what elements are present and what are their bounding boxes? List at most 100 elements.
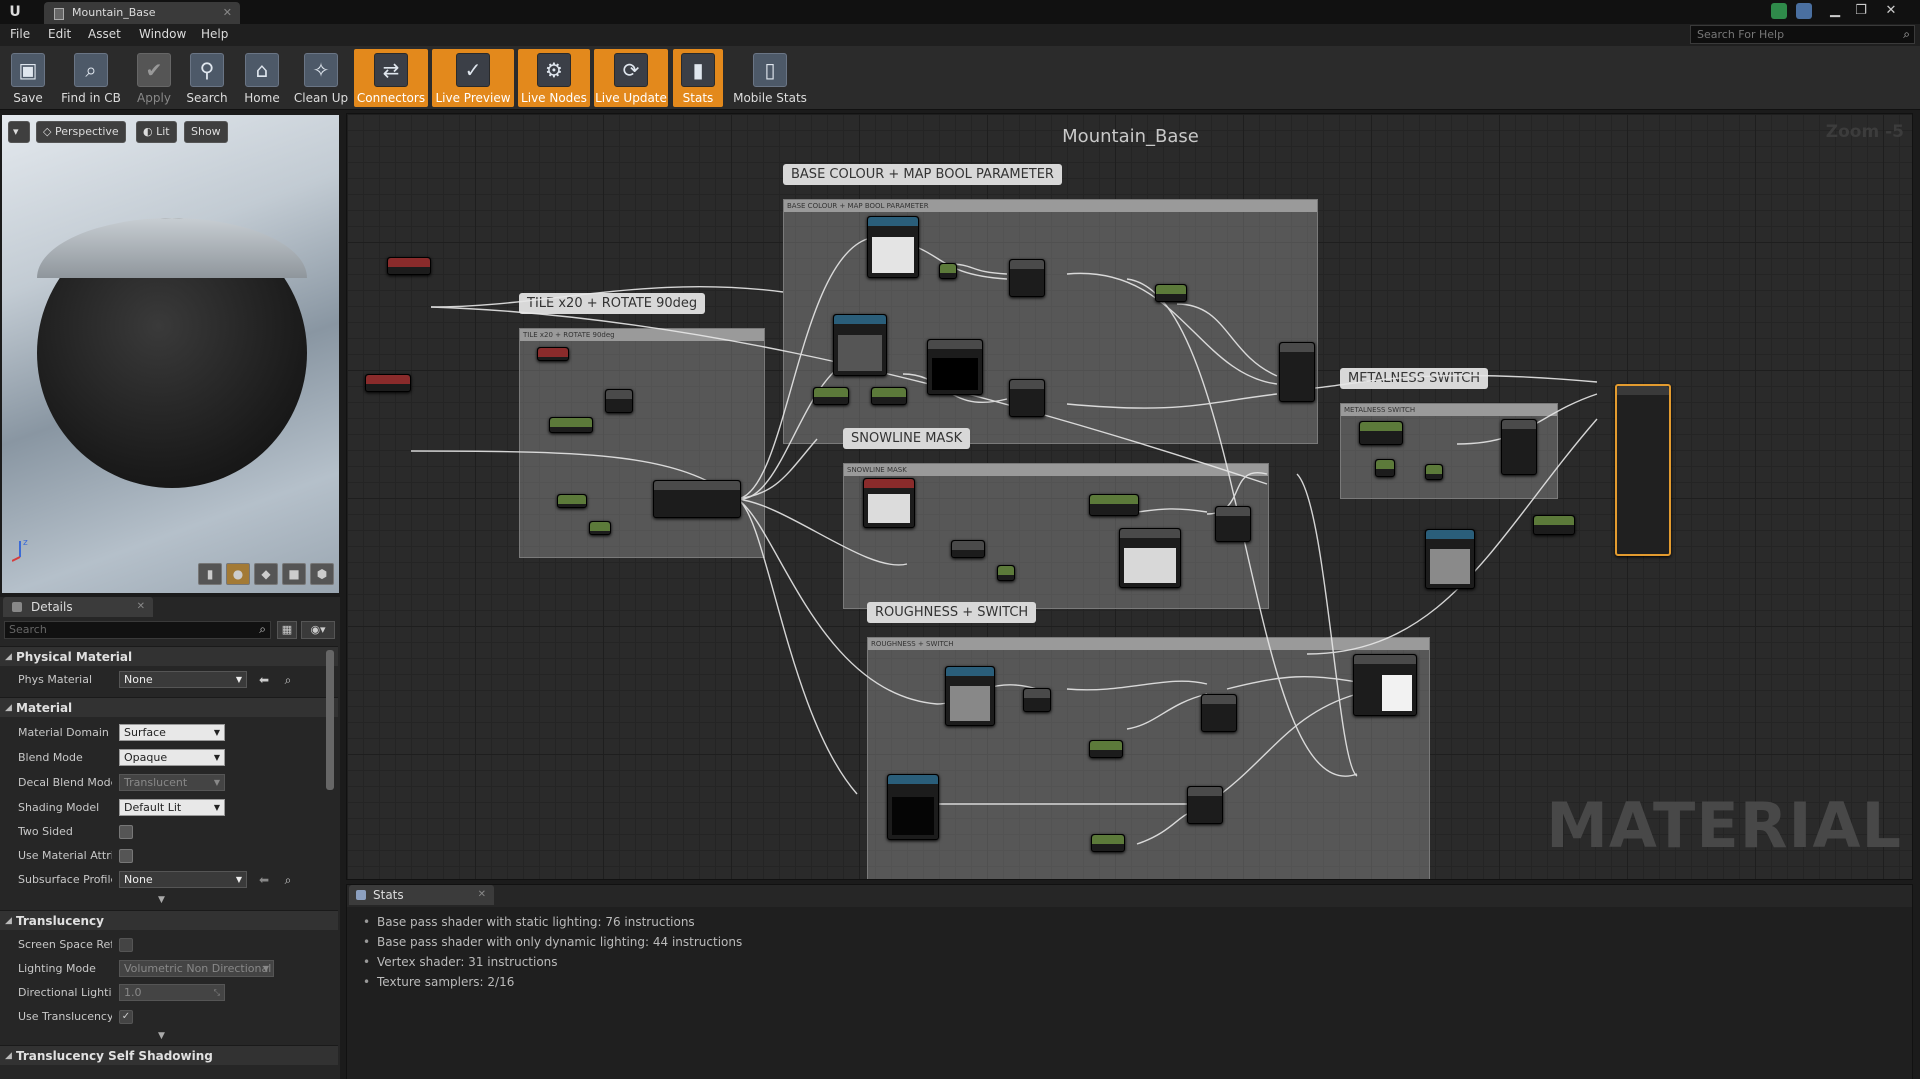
graph-node-param[interactable]: [365, 374, 411, 392]
use-translucency-checkbox[interactable]: ✓: [119, 1010, 133, 1024]
details-scrollbar[interactable]: [326, 650, 334, 790]
sphere-preview-icon[interactable]: ●: [226, 563, 250, 585]
details-search-input[interactable]: Search ⌕: [4, 621, 271, 639]
cylinder-preview-icon[interactable]: ▮: [198, 563, 222, 585]
comment-bubble-base-colour[interactable]: BASE COLOUR + MAP BOOL PARAMETER: [783, 164, 1062, 185]
graph-node-scalar[interactable]: [939, 263, 957, 279]
clean-up-button[interactable]: ✧Clean Up: [292, 49, 350, 107]
graph-node-scalar[interactable]: [1533, 515, 1575, 535]
show-button[interactable]: Show: [184, 121, 228, 143]
graph-node-scalar[interactable]: [557, 494, 587, 508]
graph-node-power-preview[interactable]: [1119, 528, 1181, 588]
screen-space-reflections-checkbox[interactable]: [119, 938, 133, 952]
document-tab[interactable]: Mountain_Base ✕: [44, 2, 240, 24]
live-nodes-button[interactable]: ⚙Live Nodes: [518, 49, 590, 107]
graph-node-scalar[interactable]: [1425, 464, 1443, 480]
use-selected-arrow-icon[interactable]: ⬅: [258, 673, 270, 687]
category-material[interactable]: ◢ Material: [0, 697, 338, 717]
graph-node-scalar[interactable]: [1089, 494, 1139, 516]
graph-node-scalar[interactable]: [589, 521, 611, 535]
view-options-grid-icon[interactable]: ▦: [277, 621, 297, 639]
advanced-expander-icon[interactable]: ▼: [158, 1031, 165, 1041]
search-button[interactable]: ⚲Search: [182, 49, 232, 107]
mobile-stats-button[interactable]: ▯Mobile Stats: [727, 49, 813, 107]
lighting-mode-dropdown[interactable]: Volumetric Non Directional▼: [119, 960, 274, 977]
details-tab[interactable]: Details ✕: [3, 597, 153, 617]
graph-node-scalar[interactable]: [1359, 421, 1403, 445]
stats-tab[interactable]: Stats ✕: [349, 885, 494, 905]
category-translucency-self-shadowing[interactable]: ◢ Translucency Self Shadowing: [0, 1045, 338, 1065]
close-tab-icon[interactable]: ✕: [222, 6, 232, 19]
comment-bubble-metalness[interactable]: METALNESS SWITCH: [1340, 368, 1489, 389]
menu-window[interactable]: Window: [139, 27, 187, 41]
graph-node-texture-sample[interactable]: [833, 314, 887, 376]
graph-node-multiply[interactable]: [605, 389, 633, 413]
graph-node-multiply-preview[interactable]: [927, 339, 983, 395]
subsurface-profile-dropdown[interactable]: None▼: [119, 871, 247, 888]
perspective-button[interactable]: ◇ Perspective: [36, 121, 126, 143]
graph-node-scalar[interactable]: [997, 565, 1015, 581]
directional-lighting-input[interactable]: 1.0⤡: [119, 984, 225, 1001]
visibility-eye-icon[interactable]: ◉▾: [301, 621, 335, 639]
graph-node-clamp[interactable]: [1215, 506, 1251, 542]
unreal-logo-icon[interactable]: U: [9, 4, 21, 20]
graph-node-scalar[interactable]: [549, 417, 593, 433]
comment-box-tile[interactable]: TILE x20 + ROTATE 90deg: [519, 328, 765, 558]
blend-mode-dropdown[interactable]: Opaque▼: [119, 749, 225, 766]
live-update-button[interactable]: ⟳Live Update: [594, 49, 668, 107]
graph-node-multiply[interactable]: [1023, 688, 1051, 712]
graph-node-switch[interactable]: [1501, 419, 1537, 475]
graph-node-custom-rotator[interactable]: [653, 480, 741, 518]
custom-mesh-preview-icon[interactable]: ⬢: [310, 563, 334, 585]
graph-node-lerp[interactable]: [1187, 786, 1223, 824]
graph-node-scalar[interactable]: [1155, 284, 1187, 302]
graph-node-scalar[interactable]: [813, 387, 849, 405]
graph-node-scalar[interactable]: [871, 387, 907, 405]
graph-node-position-mask[interactable]: [863, 478, 915, 528]
viewport-options-button[interactable]: ▾: [8, 121, 30, 143]
lit-button[interactable]: ◐ Lit: [136, 121, 177, 143]
graph-node-lerp[interactable]: [1009, 379, 1045, 417]
shading-model-dropdown[interactable]: Default Lit▼: [119, 799, 225, 816]
comment-bubble-snowline[interactable]: SNOWLINE MASK: [843, 428, 971, 449]
use-material-attributes-checkbox[interactable]: [119, 849, 133, 863]
help-search-input[interactable]: Search For Help ⌕: [1690, 25, 1915, 44]
minimize-button[interactable]: ▁: [1830, 3, 1840, 18]
find-in-cb-button[interactable]: ⌕Find in CB: [56, 49, 126, 107]
graph-node-mask[interactable]: [951, 540, 985, 558]
advanced-expander-icon[interactable]: ▼: [158, 895, 165, 905]
browse-magnifier-icon[interactable]: ⌕: [284, 873, 292, 887]
decal-blend-mode-dropdown[interactable]: Translucent▼: [119, 774, 225, 791]
restore-button[interactable]: ❐: [1855, 3, 1867, 18]
menu-edit[interactable]: Edit: [48, 27, 72, 41]
graph-node-param[interactable]: [387, 257, 431, 275]
preview-viewport[interactable]: ▾ ◇ Perspective ◐ Lit Show z ▮ ● ◆ ■ ⬢: [2, 115, 339, 593]
graph-node-texture-sample[interactable]: [887, 774, 939, 840]
plane-preview-icon[interactable]: ◆: [254, 563, 278, 585]
close-window-button[interactable]: ✕: [1885, 3, 1897, 18]
graph-node-switch-preview[interactable]: [1353, 654, 1417, 716]
notification-icon[interactable]: [1796, 3, 1812, 19]
material-domain-dropdown[interactable]: Surface▼: [119, 724, 225, 741]
close-stats-icon[interactable]: ✕: [477, 889, 486, 900]
graph-node-switch[interactable]: [1279, 342, 1315, 402]
comment-bubble-tile[interactable]: TILE x20 + ROTATE 90deg: [519, 293, 706, 314]
menu-help[interactable]: Help: [201, 27, 229, 41]
material-graph[interactable]: Mountain_Base Zoom -5 MATERIAL BASE COLO…: [346, 113, 1913, 880]
browse-magnifier-icon[interactable]: ⌕: [284, 673, 292, 687]
source-control-icon[interactable]: [1771, 3, 1787, 19]
comment-box-snowline[interactable]: SNOWLINE MASK: [843, 463, 1269, 609]
graph-node-scalar[interactable]: [1089, 740, 1123, 758]
menu-asset[interactable]: Asset: [88, 27, 121, 41]
graph-node-texture-sample[interactable]: [867, 216, 919, 278]
graph-node-lerp[interactable]: [1201, 694, 1237, 732]
graph-node-texture-sample[interactable]: [945, 666, 995, 726]
apply-button[interactable]: ✔Apply: [130, 49, 178, 107]
graph-node-texture-sample[interactable]: [1425, 529, 1475, 589]
stats-button[interactable]: ▮Stats: [673, 49, 723, 107]
comment-bubble-roughness[interactable]: ROUGHNESS + SWITCH: [867, 602, 1037, 623]
home-button[interactable]: ⌂Home: [236, 49, 288, 107]
save-button[interactable]: ▣Save: [4, 49, 52, 107]
graph-node-scalar[interactable]: [1091, 834, 1125, 852]
live-preview-button[interactable]: ✓Live Preview: [432, 49, 514, 107]
